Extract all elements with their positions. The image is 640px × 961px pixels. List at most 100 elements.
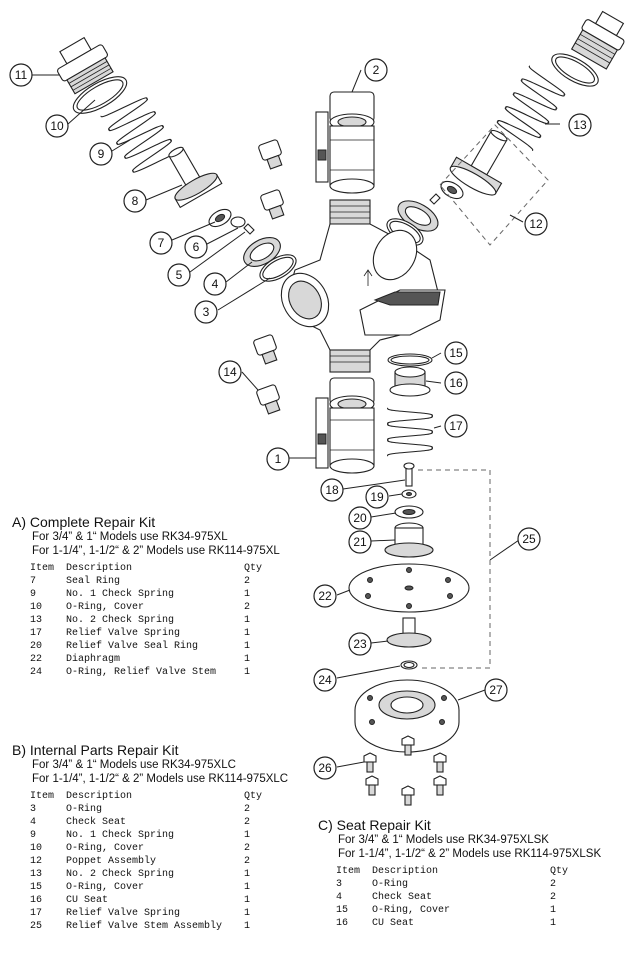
description-cell: CU Seat bbox=[66, 895, 109, 906]
item-cell: 24 bbox=[30, 667, 43, 678]
qty-cell: 1 bbox=[244, 628, 251, 639]
callout-14: 14 bbox=[218, 360, 242, 384]
description-cell: O-Ring bbox=[66, 804, 103, 815]
description-cell: No. 2 Check Spring bbox=[66, 615, 175, 626]
qty-cell: 2 bbox=[244, 804, 251, 815]
description-cell: O-Ring, Cover bbox=[66, 602, 145, 613]
qty-cell: 1 bbox=[244, 667, 251, 678]
svg-text:15: 15 bbox=[449, 346, 463, 360]
qty-cell: 1 bbox=[244, 921, 251, 932]
column-header: Description bbox=[66, 563, 133, 574]
svg-text:3: 3 bbox=[203, 305, 210, 319]
item-cell: 4 bbox=[336, 892, 343, 903]
callout-26: 26 bbox=[313, 756, 337, 780]
callout-10: 10 bbox=[45, 114, 69, 138]
svg-text:6: 6 bbox=[193, 240, 200, 254]
svg-text:27: 27 bbox=[489, 683, 503, 697]
qty-cell: 2 bbox=[244, 602, 251, 613]
callout-22: 22 bbox=[313, 584, 337, 608]
description-cell: No. 2 Check Spring bbox=[66, 869, 175, 880]
qty-cell: 1 bbox=[244, 882, 251, 893]
description-cell: O-Ring, Cover bbox=[66, 882, 145, 893]
kit-title: C) Seat Repair Kit bbox=[318, 817, 431, 833]
svg-text:4: 4 bbox=[212, 277, 219, 291]
callout-27: 27 bbox=[484, 678, 508, 702]
callout-25: 25 bbox=[517, 527, 541, 551]
callout-17: 17 bbox=[444, 414, 468, 438]
svg-text:1: 1 bbox=[275, 452, 282, 466]
kit-line: For 1-1/4”, 1-1/2“ & 2” Models use RK114… bbox=[338, 848, 602, 860]
callout-15: 15 bbox=[444, 341, 468, 365]
qty-cell: 2 bbox=[244, 843, 251, 854]
column-header: Qty bbox=[550, 866, 569, 877]
qty-cell: 1 bbox=[550, 905, 557, 916]
description-cell: Seal Ring bbox=[66, 576, 121, 587]
item-cell: 20 bbox=[30, 641, 43, 652]
kit-b: B) Internal Parts Repair Kit For 3/4” & … bbox=[12, 742, 288, 933]
kit-line: For 3/4” & 1“ Models use RK34-975XLSK bbox=[338, 834, 549, 846]
item-cell: 9 bbox=[30, 830, 37, 841]
kit-line: For 3/4” & 1“ Models use RK34-975XL bbox=[32, 531, 228, 543]
table-header: Item Description Qty bbox=[336, 865, 580, 878]
column-header: Item bbox=[30, 791, 55, 802]
svg-text:20: 20 bbox=[353, 511, 367, 525]
qty-cell: 2 bbox=[244, 576, 251, 587]
svg-text:19: 19 bbox=[370, 490, 384, 504]
item-cell: 4 bbox=[30, 817, 37, 828]
cover-bolts bbox=[363, 735, 447, 806]
svg-text:22: 22 bbox=[318, 589, 332, 603]
description-cell: Check Seat bbox=[66, 817, 127, 828]
item-cell: 3 bbox=[336, 879, 343, 890]
qty-cell: 1 bbox=[550, 918, 557, 929]
qty-cell: 1 bbox=[244, 589, 251, 600]
description-cell: Check Seat bbox=[372, 892, 433, 903]
table-row: 24 O-Ring, Relief Valve Stem 1 bbox=[30, 666, 274, 679]
callout-9: 9 bbox=[89, 142, 113, 166]
table-header: Item Description Qty bbox=[30, 790, 274, 803]
svg-text:24: 24 bbox=[318, 673, 332, 687]
item-cell: 13 bbox=[30, 615, 43, 626]
callout-12: 12 bbox=[524, 212, 548, 236]
table-header: Item Description Qty bbox=[30, 562, 274, 575]
svg-text:26: 26 bbox=[318, 761, 332, 775]
parts-artwork bbox=[57, 10, 625, 806]
kit-title: B) Internal Parts Repair Kit bbox=[12, 742, 179, 758]
svg-text:7: 7 bbox=[158, 236, 165, 250]
description-cell: O-Ring, Relief Valve Stem bbox=[66, 667, 217, 678]
callout-6: 6 bbox=[184, 235, 208, 259]
qty-cell: 1 bbox=[244, 654, 251, 665]
column-header: Qty bbox=[244, 791, 263, 802]
valve-body bbox=[280, 199, 446, 373]
svg-text:8: 8 bbox=[132, 194, 139, 208]
item-cell: 17 bbox=[30, 628, 43, 639]
callout-18: 18 bbox=[320, 478, 344, 502]
svg-text:12: 12 bbox=[529, 217, 543, 231]
svg-text:11: 11 bbox=[15, 68, 28, 82]
kit-line: For 3/4” & 1“ Models use RK34-975XLC bbox=[32, 759, 236, 771]
svg-text:10: 10 bbox=[50, 119, 64, 133]
kit-a: A) Complete Repair Kit For 3/4” & 1“ Mod… bbox=[12, 514, 280, 679]
callout-11: 11 bbox=[9, 63, 33, 87]
item-cell: 15 bbox=[30, 882, 43, 893]
table-row: 15 O-Ring, Cover 1 bbox=[30, 881, 274, 894]
column-header: Qty bbox=[244, 563, 263, 574]
callout-7: 7 bbox=[149, 231, 173, 255]
column-header: Item bbox=[30, 563, 55, 574]
item-cell: 10 bbox=[30, 843, 43, 854]
